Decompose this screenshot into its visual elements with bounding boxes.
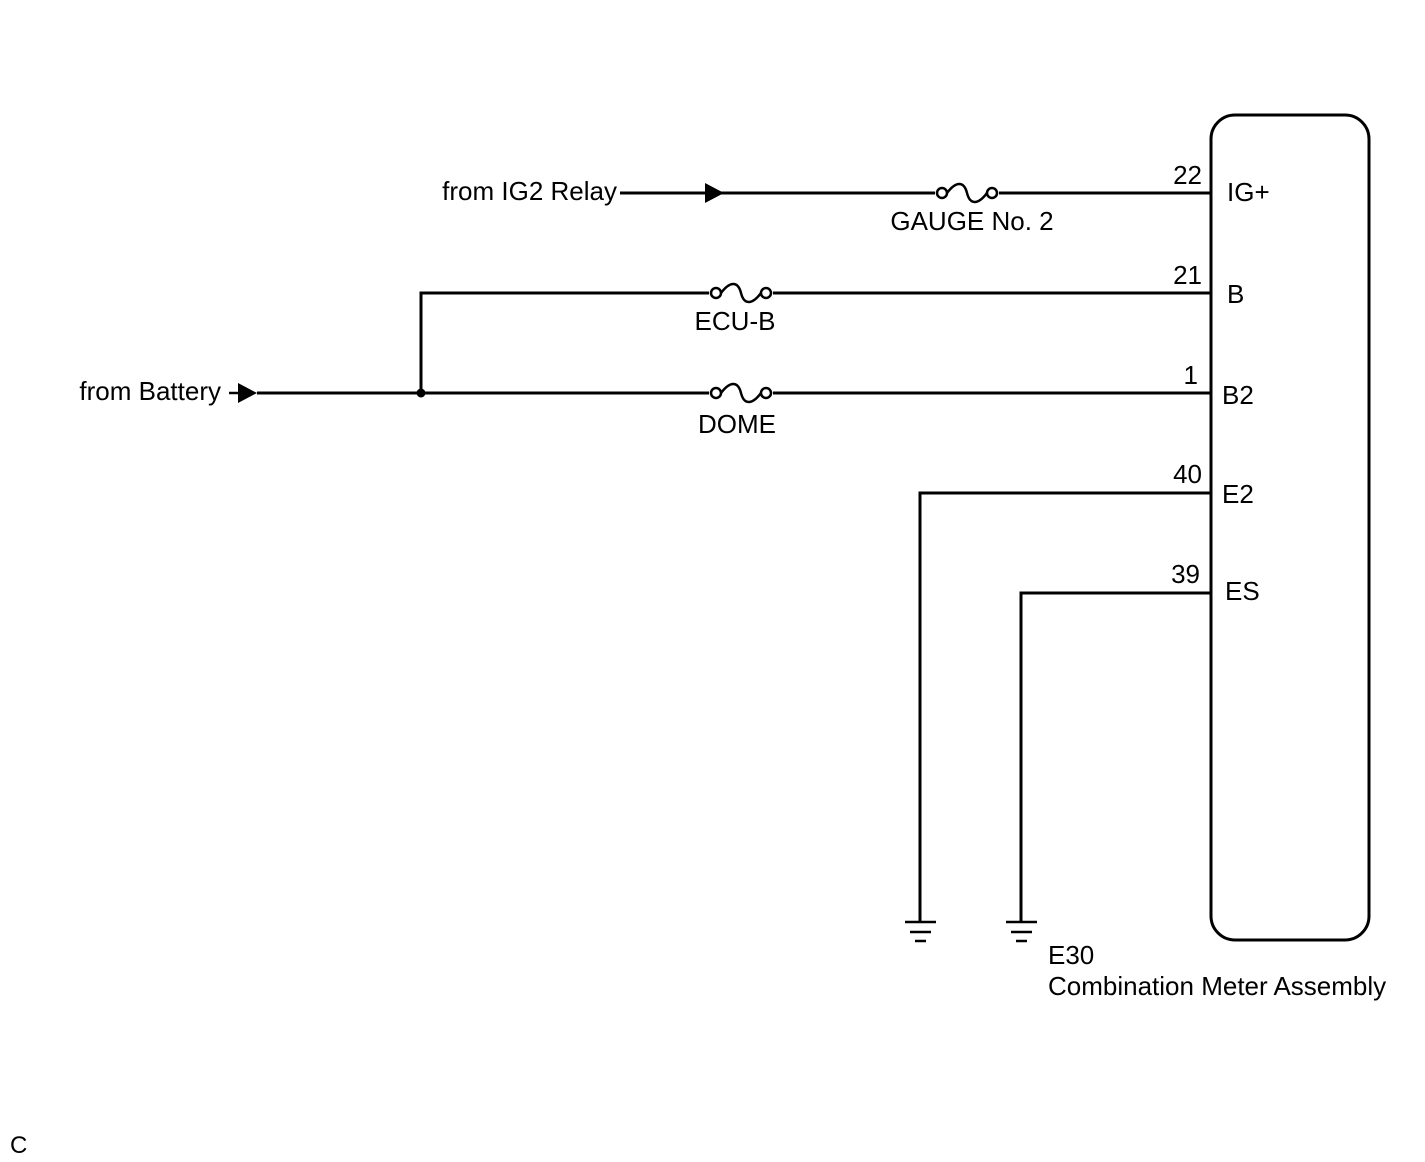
ecu-b-fuse-label: ECU-B xyxy=(695,306,776,336)
pin-number-es: 39 xyxy=(1171,559,1200,589)
e2-ground-wire xyxy=(918,491,1211,922)
combination-meter-box xyxy=(1209,113,1371,942)
ig2-arrow-icon xyxy=(705,183,724,203)
es-ground-wire xyxy=(1019,591,1211,922)
ecu-b-wire xyxy=(419,291,1211,393)
ecu-b-fuse-icon xyxy=(709,282,773,304)
corner-mark: C xyxy=(10,1132,27,1159)
dome-fuse-label: DOME xyxy=(698,409,776,439)
pin-name-ig: IG+ xyxy=(1227,177,1270,207)
pin-name-b: B xyxy=(1227,279,1244,309)
ground-icon xyxy=(905,920,936,943)
pin-name-es: ES xyxy=(1225,576,1260,606)
pin-name-e2: E2 xyxy=(1222,479,1254,509)
battery-arrow-icon xyxy=(238,383,257,403)
component-name: Combination Meter Assembly xyxy=(1048,971,1386,1001)
pin-number-e2: 40 xyxy=(1173,459,1202,489)
pin-name-b2: B2 xyxy=(1222,380,1254,410)
gauge-fuse-icon xyxy=(935,182,999,204)
component-code: E30 xyxy=(1048,940,1094,970)
pin-number-ig: 22 xyxy=(1173,160,1202,190)
gauge-fuse-label: GAUGE No. 2 xyxy=(890,206,1053,236)
junction-dot xyxy=(416,388,426,398)
pin-number-b: 21 xyxy=(1173,260,1202,290)
ground-icon xyxy=(1006,920,1037,943)
dome-fuse-icon xyxy=(709,382,773,404)
ig2-relay-label: from IG2 Relay xyxy=(442,176,617,206)
pin-number-b2: 1 xyxy=(1184,360,1198,390)
battery-label: from Battery xyxy=(79,376,221,406)
